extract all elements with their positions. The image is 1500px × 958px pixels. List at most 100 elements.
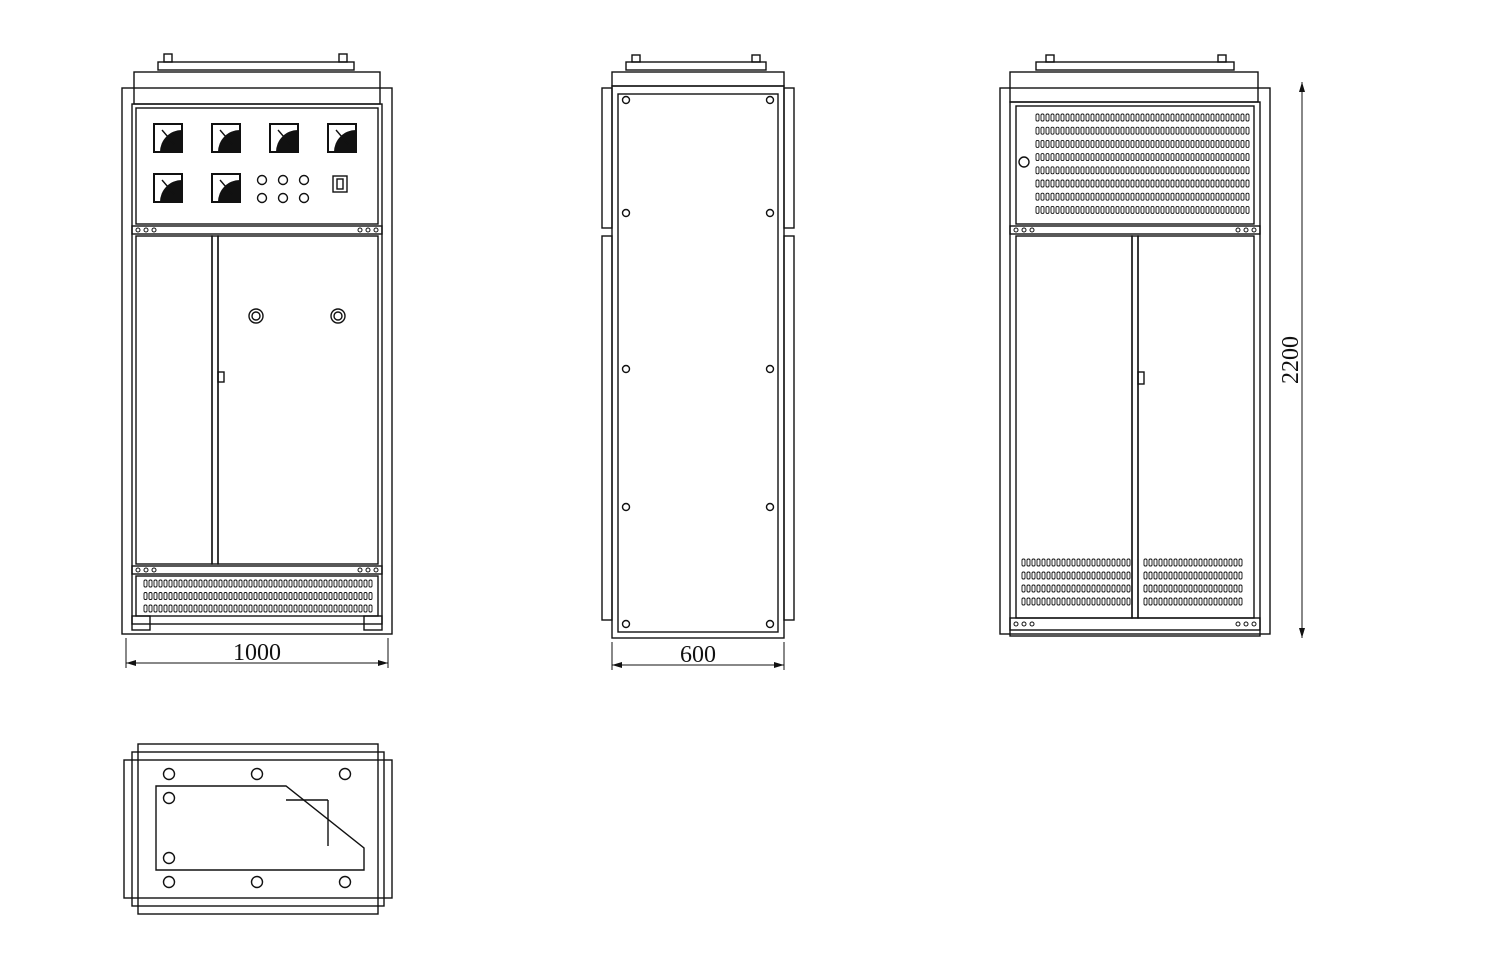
vent-slot [333,592,338,600]
vent-slot [1150,139,1155,148]
meter [269,123,299,153]
meter [211,173,241,203]
vent-slot [1148,571,1153,580]
vent-slot [1240,179,1245,188]
vent-slot [243,604,248,613]
vent-slot [1045,192,1050,201]
vent-slot [1220,153,1225,162]
vent-slot [228,604,233,613]
vent-slot [1240,192,1245,201]
vent-slot [1041,597,1046,606]
vent-slot [1185,139,1190,148]
door-latch [1137,371,1145,385]
meter [153,173,183,203]
vent-slot [1110,179,1115,188]
vent-slot [1026,597,1031,606]
vent-slot [1168,571,1173,580]
vent-slot [1075,126,1080,135]
vent-slot [143,604,148,613]
vent-slot [1086,584,1091,593]
vent-slot [1130,166,1135,175]
vent-slot [1116,558,1121,567]
vent-slot [1116,597,1121,606]
cable-entry-opening [155,785,365,871]
vent-slot [1170,192,1175,201]
vent-slot [1085,166,1090,175]
vent-slot [1110,139,1115,148]
vent-slot [328,579,333,588]
vent-slot [343,592,348,600]
vent-slot [228,579,233,588]
vent-slot [1220,126,1225,135]
vent-slot [1021,584,1026,593]
vent-slot [1060,192,1065,201]
vent-slot [1230,166,1235,175]
vent-slot [1180,153,1185,162]
vent-slot [1035,205,1040,214]
vent-slot [228,592,233,600]
rear-frame [999,87,1271,635]
vent-slot [1140,126,1145,135]
vent-slot [1040,179,1045,188]
vent-slot [1230,192,1235,201]
vent-slot [168,592,173,600]
vent-slot [1190,139,1195,148]
vent-slot [1110,192,1115,201]
vent-slot [1065,205,1070,214]
vent-slot [213,604,218,613]
vent-slot [1135,139,1140,148]
vent-slot [1155,126,1160,135]
vent-slot [1188,571,1193,580]
vent-slot [1066,584,1071,593]
vent-slot [1230,113,1235,122]
vent-slot [1090,205,1095,214]
vent-slot [1046,558,1051,567]
vent-slot [1096,584,1101,593]
vent-slot [1035,139,1040,148]
vent-slot [1170,139,1175,148]
vent-slot [1215,205,1220,214]
front-bottom-vent-panel [135,575,379,617]
vent-slot [1155,153,1160,162]
vent-slot [1091,558,1096,567]
vent-slot [1168,584,1173,593]
vent-slot [1105,153,1110,162]
vent-slot [1125,166,1130,175]
vent-slot [1100,205,1105,214]
vent-slot [313,592,318,600]
vent-slot [1040,205,1045,214]
vent-slot [1075,139,1080,148]
vent-slot [1245,113,1250,122]
vent-slot [358,604,363,613]
vent-slot [1125,153,1130,162]
vent-slot [1041,571,1046,580]
vent-slot [1096,571,1101,580]
vent-slot [258,592,263,600]
vent-slot [303,604,308,613]
meter [211,123,241,153]
vent-slot [1021,597,1026,606]
vent-slot [1031,584,1036,593]
vent-slot [1061,558,1066,567]
vent-slot [1215,126,1220,135]
vent-slot [1076,571,1081,580]
vent-slot [1238,584,1243,593]
vent-slot [1115,179,1120,188]
vent-slot [1183,558,1188,567]
vent-slot [1050,205,1055,214]
vent-slot [363,604,368,613]
vent-slot [1160,205,1165,214]
vent-slot [148,592,153,600]
vent-slot [1223,597,1228,606]
vent-slot [1210,126,1215,135]
vent-slot [1188,558,1193,567]
vent-slot [1158,558,1163,567]
vent-slot [1105,179,1110,188]
vent-slot [353,604,358,613]
vent-slot [1081,597,1086,606]
vent-slot [1195,192,1200,201]
vent-slot [1080,205,1085,214]
vent-slot [1228,584,1233,593]
vent-slot [1115,113,1120,122]
vent-slot [1225,113,1230,122]
